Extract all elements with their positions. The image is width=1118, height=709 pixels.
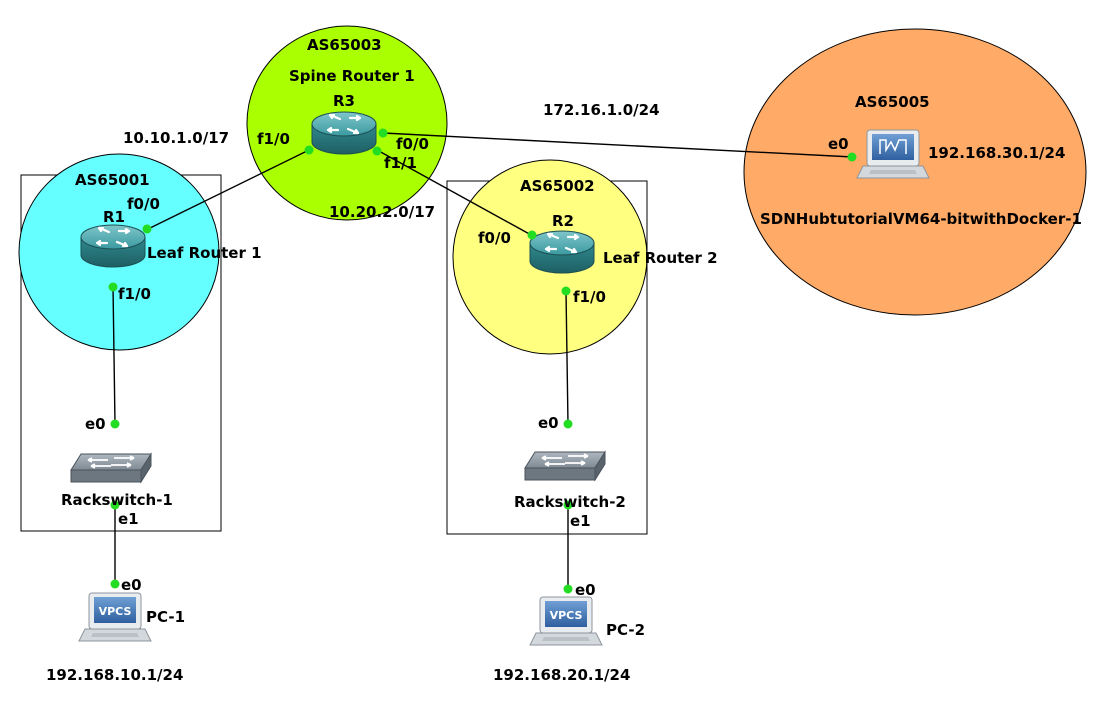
link-r3-vm[interactable] bbox=[382, 132, 854, 158]
link-r3-r1[interactable] bbox=[145, 149, 310, 231]
pc-2-icon[interactable]: VPCS bbox=[529, 596, 603, 646]
port-r2-f1-0: f1/0 bbox=[573, 288, 606, 306]
port-r3-f1-0: f1/0 bbox=[257, 130, 290, 148]
ip-vm: 192.168.30.1/24 bbox=[928, 144, 1065, 162]
port-dot bbox=[563, 419, 573, 429]
link-r2-sw2[interactable] bbox=[565, 290, 569, 425]
port-dot bbox=[110, 579, 120, 589]
port-r1-f0-0: f0/0 bbox=[127, 195, 160, 213]
network-10-10-1-0: 10.10.1.0/17 bbox=[123, 129, 229, 147]
name-r2: R2 bbox=[552, 212, 574, 230]
caption-leaf-router-2: Leaf Router 2 bbox=[603, 249, 718, 267]
port-dot bbox=[847, 152, 857, 162]
port-sw1-e1: e1 bbox=[118, 510, 139, 528]
network-172-16-1-0: 172.16.1.0/24 bbox=[543, 101, 660, 119]
port-dot bbox=[110, 419, 120, 429]
port-sw2-e1: e1 bbox=[570, 512, 591, 530]
port-r3-f0-0: f0/0 bbox=[396, 135, 429, 153]
port-pc1-e0: e0 bbox=[121, 576, 142, 594]
router-r1-icon[interactable] bbox=[79, 223, 147, 269]
port-sw1-e0: e0 bbox=[85, 415, 106, 433]
ip-pc-1: 192.168.10.1/24 bbox=[46, 666, 183, 684]
port-dot bbox=[561, 286, 571, 296]
label-as65001: AS65001 bbox=[75, 171, 150, 189]
port-r3-f1-1: f1/1 bbox=[384, 154, 417, 172]
label-as65003: AS65003 bbox=[307, 36, 382, 54]
name-vm: SDNHubtutorialVM64-bitwithDocker-1 bbox=[760, 210, 1082, 228]
pc-1-icon[interactable]: VPCS bbox=[78, 592, 152, 642]
port-dot bbox=[142, 224, 152, 234]
network-10-20-2-0: 10.20.2.0/17 bbox=[329, 203, 435, 221]
ip-pc-2: 192.168.20.1/24 bbox=[493, 666, 630, 684]
pc-2-badge: VPCS bbox=[550, 609, 583, 622]
switch-rackswitch2-icon[interactable] bbox=[524, 451, 606, 481]
link-r1-sw1[interactable] bbox=[112, 285, 116, 425]
port-dot bbox=[372, 146, 382, 156]
port-dot bbox=[563, 584, 573, 594]
port-dot bbox=[563, 500, 573, 510]
vm-workstation-icon[interactable] bbox=[856, 129, 930, 179]
port-dot bbox=[304, 145, 314, 155]
name-rackswitch-1: Rackswitch-1 bbox=[61, 491, 173, 509]
name-pc-1: PC-1 bbox=[146, 608, 185, 626]
caption-leaf-router-1: Leaf Router 1 bbox=[147, 244, 262, 262]
port-sw2-e0: e0 bbox=[538, 414, 559, 432]
router-r3-icon[interactable] bbox=[310, 110, 378, 156]
port-dot bbox=[527, 230, 537, 240]
name-rackswitch-2: Rackswitch-2 bbox=[514, 493, 626, 511]
pc-1-badge: VPCS bbox=[99, 605, 132, 618]
port-r1-f1-0: f1/0 bbox=[118, 285, 151, 303]
port-dot bbox=[110, 500, 120, 510]
label-as65002: AS65002 bbox=[520, 177, 595, 195]
router-r2-icon[interactable] bbox=[528, 229, 596, 275]
name-pc-2: PC-2 bbox=[606, 621, 645, 639]
port-dot bbox=[378, 128, 388, 138]
port-dot bbox=[108, 282, 118, 292]
link-r3-r2[interactable] bbox=[376, 149, 534, 237]
port-vm-e0: e0 bbox=[828, 135, 849, 153]
name-r1: R1 bbox=[103, 208, 125, 226]
port-r2-f0-0: f0/0 bbox=[478, 229, 511, 247]
port-pc2-e0: e0 bbox=[575, 581, 596, 599]
name-r3: R3 bbox=[333, 92, 355, 110]
switch-rackswitch1-icon[interactable] bbox=[70, 453, 152, 483]
caption-spine-router-1: Spine Router 1 bbox=[289, 67, 415, 85]
label-as65005: AS65005 bbox=[855, 93, 930, 111]
